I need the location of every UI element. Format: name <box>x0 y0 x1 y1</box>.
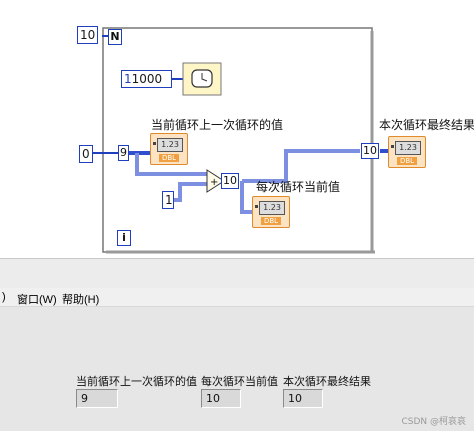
current-indicator-label: 每次循环当前值 <box>256 180 341 194</box>
final-indicator-label: 本次循环最终结果 <box>379 118 474 132</box>
wait-ms-constant[interactable]: 11000 <box>121 70 172 88</box>
add-node[interactable] <box>206 169 225 193</box>
current-indicator[interactable]: 1.23 DBL <box>252 196 290 228</box>
menu-item-window[interactable]: 窗口(W) <box>17 294 57 306</box>
increment-constant[interactable]: 1 <box>162 191 174 209</box>
loop-count-terminal: N <box>108 29 122 45</box>
one-to-add-wire <box>172 182 207 202</box>
final-indicator[interactable]: 1.23 DBL <box>388 136 426 168</box>
prev-indicator[interactable]: 1.23 DBL <box>150 133 188 165</box>
fp-current-value[interactable]: 10 <box>201 389 241 408</box>
shift-init-constant[interactable]: 0 <box>79 145 93 163</box>
menu-bar: ) 窗口(W) 帮助(H) <box>0 288 474 307</box>
fp-prev-label: 当前循环上一次循环的值 <box>76 375 197 388</box>
prev-indicator-label: 当前循环上一次循环的值 <box>151 118 284 132</box>
fp-final-value[interactable]: 10 <box>283 389 323 408</box>
fp-current-label: 每次循环当前值 <box>201 375 278 388</box>
to-current-wire <box>240 181 252 214</box>
watermark: CSDN @柯哀哀 <box>401 417 466 427</box>
front-panel: 当前循环上一次循环的值 9 每次循环当前值 10 本次循环最终结果 10 CSD… <box>0 307 474 431</box>
loop-count-constant[interactable]: 10 <box>77 26 99 44</box>
fp-final-label: 本次循环最终结果 <box>283 375 371 388</box>
menu-item-truncated[interactable]: ) <box>2 291 6 303</box>
diagram-wires: + <box>92 27 388 254</box>
add-output-probe: 10 <box>221 173 239 189</box>
shift-to-add-wire <box>135 153 207 176</box>
fp-prev-value[interactable]: 9 <box>76 389 118 408</box>
svg-text:+: + <box>210 177 218 188</box>
for-loop-frame[interactable] <box>102 27 373 253</box>
iteration-terminal: i <box>117 230 131 246</box>
to-shift-right-wire <box>242 149 360 183</box>
front-panel-titlebar <box>0 258 474 289</box>
shift-register-left[interactable]: 9 <box>118 145 129 161</box>
menu-item-help[interactable]: 帮助(H) <box>62 294 100 306</box>
block-diagram: + 10 N 11000 当前循环上一次循环的值 1.23 DBL 0 9 1 … <box>77 26 474 254</box>
shift-register-right[interactable]: 10 <box>361 143 379 159</box>
